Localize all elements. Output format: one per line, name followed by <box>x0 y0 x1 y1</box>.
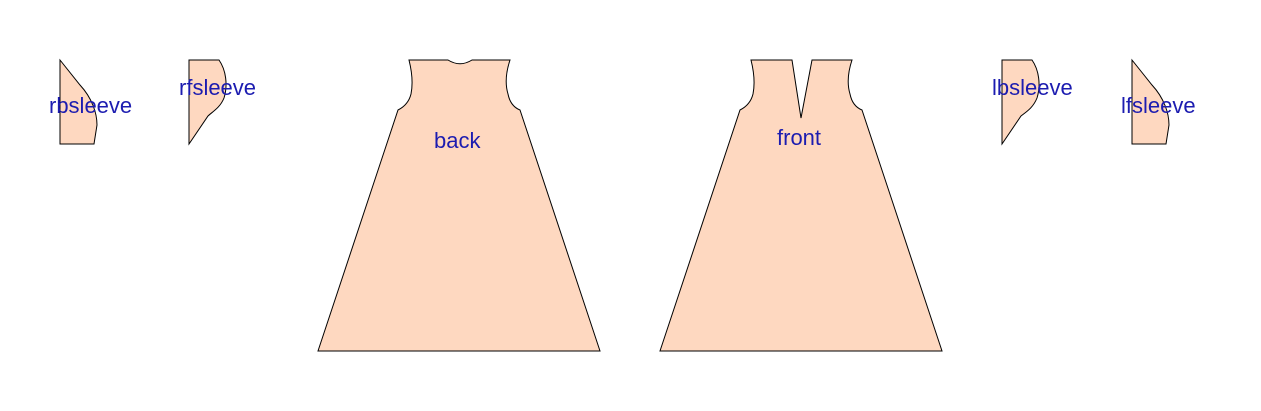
rfsleeve-piece[interactable] <box>188 59 227 146</box>
lfsleeve-piece[interactable] <box>1131 58 1170 145</box>
lfsleeve-piece-group: lfsleeve <box>1121 58 1196 145</box>
front-piece-group: front <box>659 59 943 352</box>
lfsleeve-label: lfsleeve <box>1121 93 1196 118</box>
rbsleeve-piece-group: rbsleeve <box>49 58 132 145</box>
front-label: front <box>777 125 821 150</box>
front-piece[interactable] <box>659 59 943 352</box>
lbsleeve-piece[interactable] <box>1001 59 1040 146</box>
rfsleeve-label: rfsleeve <box>179 75 256 100</box>
lbsleeve-label: lbsleeve <box>992 75 1073 100</box>
lbsleeve-piece-group: lbsleeve <box>992 59 1073 146</box>
back-label: back <box>434 128 481 153</box>
back-piece[interactable] <box>317 59 601 352</box>
rbsleeve-piece[interactable] <box>59 58 98 145</box>
rfsleeve-piece-group: rfsleeve <box>179 59 256 146</box>
back-piece-group: back <box>317 59 601 352</box>
rbsleeve-label: rbsleeve <box>49 93 132 118</box>
